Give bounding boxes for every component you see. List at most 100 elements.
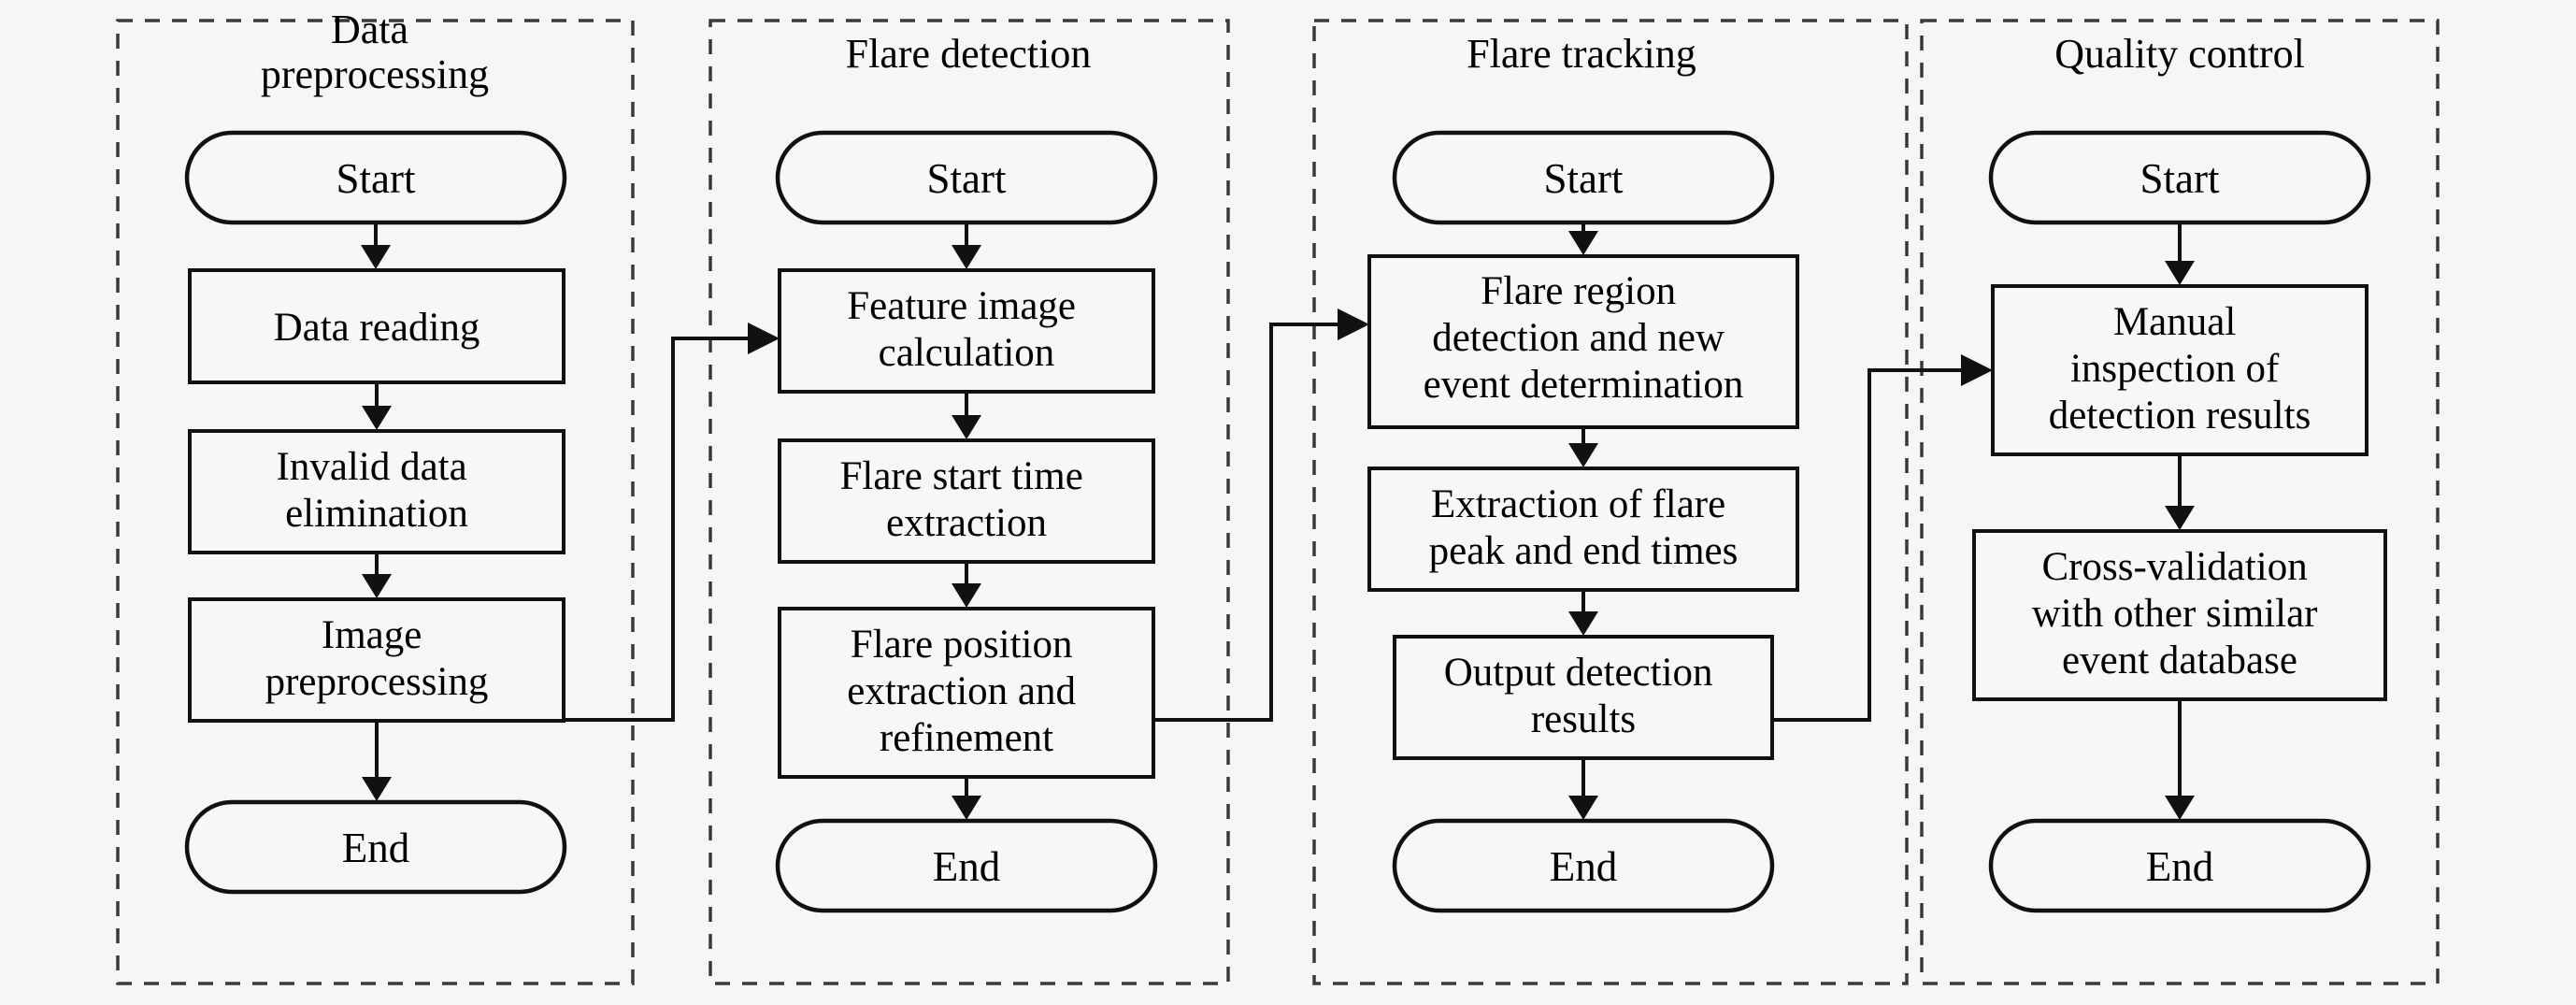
node-p2-end[interactable]: End <box>775 818 1158 913</box>
node-shape-pill <box>1988 818 2371 913</box>
edge-p2-n2-to-n3 <box>952 562 981 608</box>
node-p3-n1[interactable]: Flare region detection and new event det… <box>1367 254 1799 429</box>
node-p2-start[interactable]: Start <box>775 130 1158 225</box>
arrow-head-icon <box>362 406 392 430</box>
arrow-head-icon <box>952 415 981 439</box>
node-p1-n3[interactable]: Image preprocessing <box>188 597 565 723</box>
edge-p3-start-to-n1 <box>1568 223 1598 255</box>
node-label-p2-n3: Flare position extraction and refinement <box>847 623 1086 760</box>
edge-p3-n1-to-n2 <box>1568 427 1598 467</box>
node-p1-n1[interactable]: Data reading <box>188 268 565 384</box>
node-label-p2-n2: Flare start time extraction <box>839 454 1093 545</box>
node-p4-end[interactable]: End <box>1988 818 2371 913</box>
edge-p2-n1-to-n2 <box>952 392 981 439</box>
node-shape-rect <box>778 268 1155 394</box>
node-label-p3-n2: Extraction of flare peak and end times <box>1429 482 1739 573</box>
panel-flare-detection: Flare detection Start Feature image calc… <box>708 19 1230 985</box>
node-shape-rect <box>1972 529 2387 701</box>
node-label-p3-n3: Output detection results <box>1444 651 1724 741</box>
node-p2-n2[interactable]: Flare start time extraction <box>778 438 1155 564</box>
edge-p3-n3-to-end <box>1568 758 1598 820</box>
node-p4-n2[interactable]: Cross-validation with other similar even… <box>1972 529 2387 701</box>
panel-border-flare-tracking <box>1312 19 1909 985</box>
connector-p2-to-p3 <box>1153 309 1369 722</box>
edge-p4-start-to-n1 <box>2165 223 2195 285</box>
panel-title-quality-control: Quality control <box>2054 31 2305 77</box>
node-label-p4-end: End <box>2146 843 2214 890</box>
node-shape-pill <box>775 818 1158 913</box>
node-shape-pill <box>184 799 567 895</box>
node-label-p2-start: Start <box>927 155 1007 202</box>
node-shape-rect <box>188 429 565 554</box>
arrow-head-icon <box>1568 796 1598 820</box>
node-shape-rect <box>1367 254 1799 429</box>
node-p3-end[interactable]: End <box>1392 818 1775 913</box>
edge-p1-start-to-n1 <box>361 223 391 269</box>
edge-p4-n1-to-n2 <box>2165 454 2195 530</box>
arrow-head-icon <box>1961 354 1993 386</box>
arrow-head-icon <box>952 796 981 820</box>
node-shape-rect <box>778 607 1155 779</box>
edge-p3-n2-to-n3 <box>1568 590 1598 636</box>
arrow-head-icon <box>1568 611 1598 636</box>
edge-p1-n3-to-end <box>362 721 392 801</box>
edge-p1-n2-to-n3 <box>362 553 392 598</box>
arrow-head-icon <box>1568 443 1598 467</box>
node-p1-start[interactable]: Start <box>184 130 567 225</box>
arrow-head-icon <box>362 574 392 598</box>
panel-border-flare-detection <box>708 19 1230 985</box>
node-p1-n2[interactable]: Invalid data elimination <box>188 429 565 554</box>
arrow-head-icon <box>362 777 392 801</box>
node-label-p1-n3: Image preprocessing <box>265 613 489 704</box>
node-p2-n3[interactable]: Flare position extraction and refinement <box>778 607 1155 779</box>
panel-flare-tracking: Flare tracking Start Flare region detect… <box>1312 19 1909 985</box>
node-shape-pill <box>1392 818 1775 913</box>
arrow-head-icon <box>748 323 780 354</box>
edge-p1-n1-to-n2 <box>362 382 392 430</box>
node-label-p3-n1: Flare region detection and new event det… <box>1424 269 1744 407</box>
panel-border-quality-control <box>1920 19 2440 985</box>
node-shape-rect <box>188 268 565 384</box>
node-p4-n1[interactable]: Manual inspection of detection results <box>1991 284 2368 456</box>
node-shape-rect <box>778 438 1155 564</box>
node-label-p4-start: Start <box>2140 155 2220 202</box>
arrow-head-icon <box>952 245 981 269</box>
node-shape-rect <box>1991 284 2368 456</box>
node-label-p1-end: End <box>342 825 410 871</box>
node-label-p2-end: End <box>933 843 1001 890</box>
arrow-head-icon <box>361 245 391 269</box>
panel-title-flare-detection: Flare detection <box>846 31 1092 77</box>
edge-p2-start-to-n1 <box>952 223 981 269</box>
panel-title-data-preprocessing: Data preprocessing <box>261 7 489 97</box>
node-label-p2-n1: Feature image calculation <box>847 284 1086 375</box>
node-p3-start[interactable]: Start <box>1392 130 1775 225</box>
node-label-p4-n2: Cross-validation with other similar even… <box>2032 545 2327 682</box>
arrow-head-icon <box>1338 309 1369 340</box>
arrow-head-icon <box>2165 796 2195 820</box>
connector-p1-to-p2 <box>564 323 780 722</box>
node-label-p1-n2: Invalid data elimination <box>277 445 478 536</box>
arrow-head-icon <box>952 583 981 608</box>
arrow-head-icon <box>1568 231 1598 255</box>
arrow-head-icon <box>2165 506 2195 530</box>
connector-p3-to-p4 <box>1772 354 1993 722</box>
node-label-p3-end: End <box>1550 843 1618 890</box>
node-label-p3-start: Start <box>1544 155 1624 202</box>
node-shape-rect <box>1393 635 1774 760</box>
edge-p2-n3-to-end <box>952 777 981 820</box>
panel-title-flare-tracking: Flare tracking <box>1467 31 1696 77</box>
node-label-p1-start: Start <box>336 155 416 202</box>
arrow-head-icon <box>2165 261 2195 285</box>
node-p2-n1[interactable]: Feature image calculation <box>778 268 1155 394</box>
edge-p4-n2-to-end <box>2165 699 2195 820</box>
node-shape-rect <box>1367 467 1799 592</box>
node-p4-start[interactable]: Start <box>1988 130 2371 225</box>
node-p3-n3[interactable]: Output detection results <box>1393 635 1774 760</box>
panel-quality-control: Quality control Start Manual inspection … <box>1920 19 2440 985</box>
node-p3-n2[interactable]: Extraction of flare peak and end times <box>1367 467 1799 592</box>
node-label-p1-n1: Data reading <box>274 306 480 350</box>
panel-data-preprocessing: Data preprocessing Start Data reading <box>116 7 635 985</box>
node-p1-end[interactable]: End <box>184 799 567 895</box>
